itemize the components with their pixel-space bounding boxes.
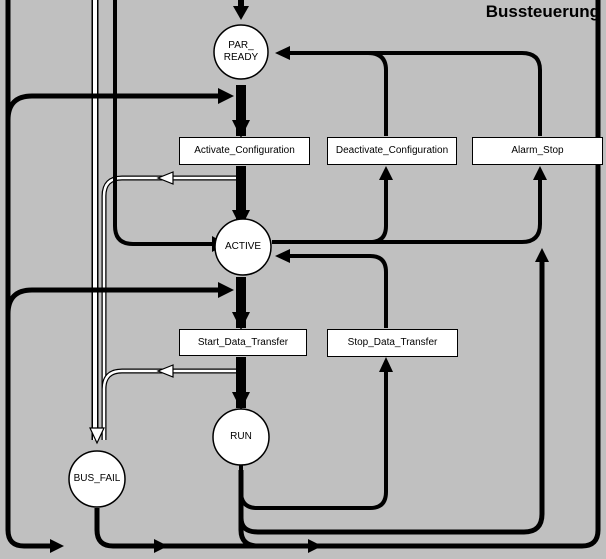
- diagram-title: Bussteuerung: [485, 2, 600, 21]
- inner-loop-to-active: [113, 0, 214, 246]
- arrowhead-to-alarm: [533, 166, 547, 180]
- left-loop-outer: [5, 0, 50, 549]
- arrowhead-to-stop: [379, 357, 393, 372]
- arrowhead-to-par-ready: [275, 46, 290, 60]
- arrowhead-active-left-2: [218, 282, 234, 298]
- state-par-ready-label: PAR_ READY: [223, 40, 259, 63]
- bus-fail-arrowhead-2: [156, 364, 174, 378]
- transition-deactivate-configuration: Deactivate_Configuration: [327, 137, 457, 165]
- bus-fail-arrowhead-1: [156, 171, 174, 185]
- run-to-alarm-loop: [238, 260, 545, 535]
- bus-fail-branch-1: [102, 176, 240, 440]
- arrowhead-bottom-3: [308, 539, 322, 553]
- arrowhead-to-deactivate: [379, 166, 393, 180]
- state-run-circle: [212, 408, 270, 466]
- state-run-label: RUN: [230, 431, 252, 442]
- active-to-deactivate: [272, 180, 388, 244]
- bus-fail-branch-1-outline: [101, 175, 240, 440]
- transition-start-data-transfer: Start_Data_Transfer: [179, 329, 307, 356]
- state-active-label: ACTIVE: [224, 241, 262, 252]
- arrowhead-to-run: [232, 392, 250, 410]
- active-to-alarm: [272, 180, 542, 244]
- state-active-circle: [214, 218, 272, 276]
- left-loop-to-active: [5, 287, 218, 315]
- transition-activate-configuration: Activate_Configuration: [179, 137, 310, 165]
- bus-fail-branch-2: [102, 369, 240, 440]
- transition-alarm-stop: Alarm_Stop: [472, 137, 603, 165]
- state-bus-fail-circle: [68, 450, 126, 508]
- arrowhead-bottom-1: [50, 539, 64, 553]
- bus-fail-lines: [89, 0, 240, 445]
- alarm-to-par-ready: [285, 51, 542, 136]
- arrowhead-to-alarm-loop: [535, 248, 549, 262]
- arrowhead-entry: [233, 6, 249, 20]
- deactivate-to-par-ready: [285, 51, 388, 136]
- arrowhead-bottom-2: [154, 539, 168, 553]
- arrowhead-par-ready-left: [218, 88, 234, 104]
- arrowhead-to-activate: [232, 120, 250, 138]
- state-par-ready-circle: [213, 24, 269, 80]
- state-nodes: [68, 24, 272, 508]
- arrowheads: [50, 6, 549, 553]
- bus-fail-arrowhead-3: [89, 427, 105, 445]
- arrowhead-to-active-right: [275, 249, 290, 263]
- stop-to-active: [285, 254, 388, 328]
- arrowhead-to-start: [232, 312, 250, 330]
- state-bus-fail-label: BUS_FAIL: [73, 473, 121, 484]
- left-loop-to-par-ready: [5, 93, 218, 121]
- bus-fail-to-bottom: [94, 508, 320, 549]
- bottom-right-loop: [238, 0, 601, 549]
- transition-stop-data-transfer: Stop_Data_Transfer: [327, 329, 458, 357]
